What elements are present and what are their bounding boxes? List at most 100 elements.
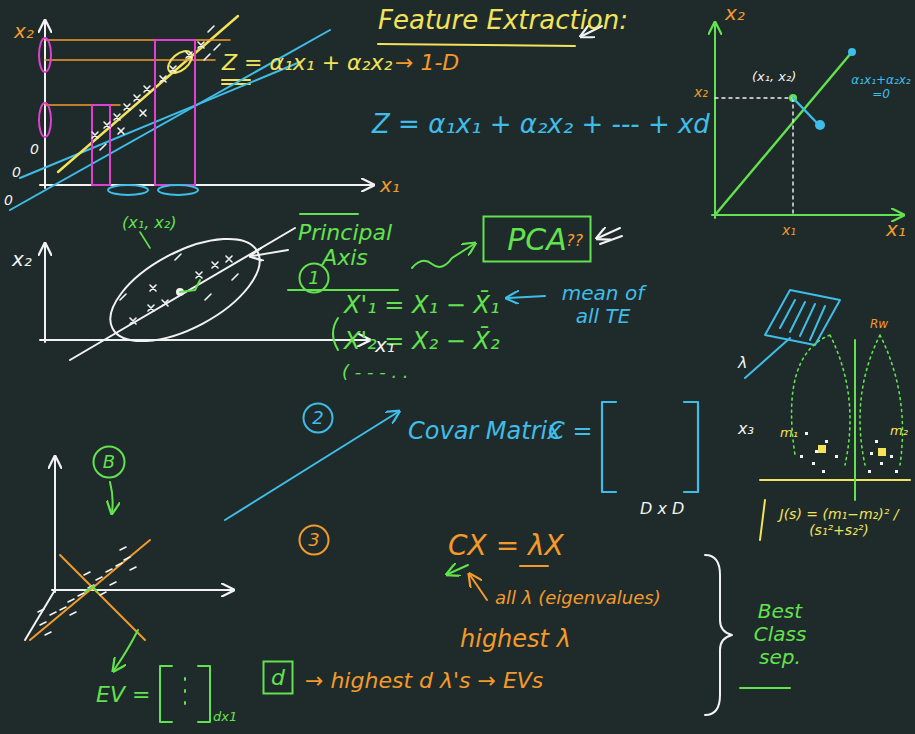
three-d-plot-part — [30, 540, 150, 640]
note: → highest d λ's → EVs — [305, 668, 543, 693]
principal-axis-plot-part — [95, 218, 275, 362]
formula: α₁x₁+α₂x₂ =0 — [850, 74, 912, 102]
step-number: 1 — [298, 262, 330, 294]
step-one-bracket-part — [333, 318, 338, 350]
projection-plane-part — [765, 290, 840, 345]
principal-axis-lines-part — [412, 244, 474, 268]
projection-plot-part — [155, 40, 195, 185]
class-separation-plot-part — [878, 448, 886, 456]
point-projection-plot-part — [712, 214, 902, 216]
matrix-brackets — [602, 402, 698, 492]
formula: Z = α₁x₁ + α₂x₂ — [222, 50, 392, 75]
note: Rw — [870, 318, 888, 332]
node-text: d — [262, 665, 294, 689]
point-projection-plot-part — [815, 120, 825, 130]
summary-brace-part — [705, 555, 732, 715]
node-text-group: 1 — [298, 268, 330, 288]
node-text-group: 3 — [298, 530, 330, 550]
formula-note: → 1-D — [395, 50, 459, 75]
class-separation-plot-part — [800, 432, 898, 473]
node-text: 1 — [298, 268, 330, 288]
axis-label: x₂ — [14, 20, 34, 43]
projection-plot — [10, 16, 372, 210]
note: all λ (eigenvalues) — [495, 588, 661, 609]
axis-label: x₂ — [12, 248, 32, 271]
point-projection-plot-part — [715, 98, 793, 215]
point-projection-plot-part — [714, 24, 716, 218]
projection-plot-part — [39, 103, 51, 137]
axis-label: x₁ — [782, 222, 796, 238]
principal-axis-plot-part — [180, 280, 200, 292]
mark: 0 — [4, 192, 13, 208]
title-underline-part — [378, 44, 575, 46]
class-separation-plot-part — [818, 445, 826, 453]
point-label: (x₁, x₂) — [122, 214, 176, 232]
axis-label: x₁ — [375, 334, 395, 357]
node-text-group: B — [92, 452, 126, 472]
projection-plot-part — [158, 185, 198, 195]
node-text-group: PCA — [482, 223, 592, 256]
mean-label: m₁ — [780, 426, 798, 441]
eigen-marks-part — [470, 575, 487, 600]
three-d-plot-part — [110, 482, 113, 512]
eigen-arrow — [448, 565, 468, 574]
dimension: D x D — [640, 500, 684, 518]
three-d-plot-part — [85, 586, 97, 592]
note: mean of all TE — [548, 282, 658, 328]
pca-pointer-part — [598, 228, 620, 238]
ev-brackets — [160, 666, 210, 722]
class-separation-plot-part — [860, 335, 903, 465]
principal-axis-lines — [288, 214, 474, 290]
board-title: Feature Extraction: — [378, 6, 628, 36]
projection-plot-part — [92, 105, 110, 185]
three-d-plot-part — [225, 412, 398, 520]
node-text-group: 2 — [302, 408, 334, 428]
callout-letter: B — [92, 445, 126, 479]
projection-plot-part — [39, 38, 51, 72]
class-separation-plot-part — [760, 479, 910, 481]
projection-plot-part — [164, 47, 196, 77]
projection-plane-part — [745, 338, 790, 378]
principal-axis-plot-part — [120, 254, 238, 324]
formula: EV = — [96, 682, 150, 707]
summary-brace-part — [740, 687, 790, 689]
mean-label: m₂ — [890, 424, 908, 439]
method-box: PCA — [482, 215, 592, 263]
projection-plane-part — [780, 300, 825, 340]
principal-axis-plot-part — [70, 228, 295, 360]
projection-plane — [745, 290, 840, 378]
pca-pointer-part — [600, 236, 622, 244]
mark: 0 — [30, 141, 39, 157]
question-mark: ?? — [566, 232, 583, 250]
projection-plot-part — [92, 26, 220, 150]
formula: Z = α₁x₁ + α₂x₂ + --- + xd — [372, 110, 710, 140]
matrix-brackets-part — [684, 402, 698, 492]
three-d-plot-part — [52, 589, 232, 591]
point-label: (x₁, x₂) — [752, 70, 796, 85]
note: highest λ — [460, 626, 571, 654]
node-text-group: d — [262, 665, 294, 689]
principal-axis-plot-part — [40, 339, 368, 341]
axis-label: x₁ — [886, 218, 906, 241]
projection-plot-part — [20, 62, 300, 178]
eigen-arrow-part — [448, 565, 468, 574]
principal-axis-plot-part — [252, 250, 288, 256]
eigen-marks-part — [520, 565, 548, 567]
principal-axis-plot-part — [44, 245, 46, 342]
three-d-plot — [25, 412, 398, 670]
ev-brackets-part — [184, 678, 186, 704]
pca-pointer — [598, 228, 622, 244]
three-d-plot-part — [114, 630, 138, 670]
mean-pointer-part — [508, 296, 545, 298]
node-text: 3 — [298, 530, 330, 550]
heading: Principal Axis — [290, 220, 400, 271]
axis-label: x₃ — [738, 420, 754, 438]
step-text: Covar Matrix — [408, 418, 561, 446]
class-separation-plot-part — [760, 500, 915, 540]
projection-plot-part — [40, 184, 372, 186]
principal-axis-lines-part — [300, 213, 358, 215]
title-underline — [222, 44, 575, 84]
class-separation-plot-part — [854, 340, 856, 500]
point-projection-plot-part — [848, 48, 856, 56]
